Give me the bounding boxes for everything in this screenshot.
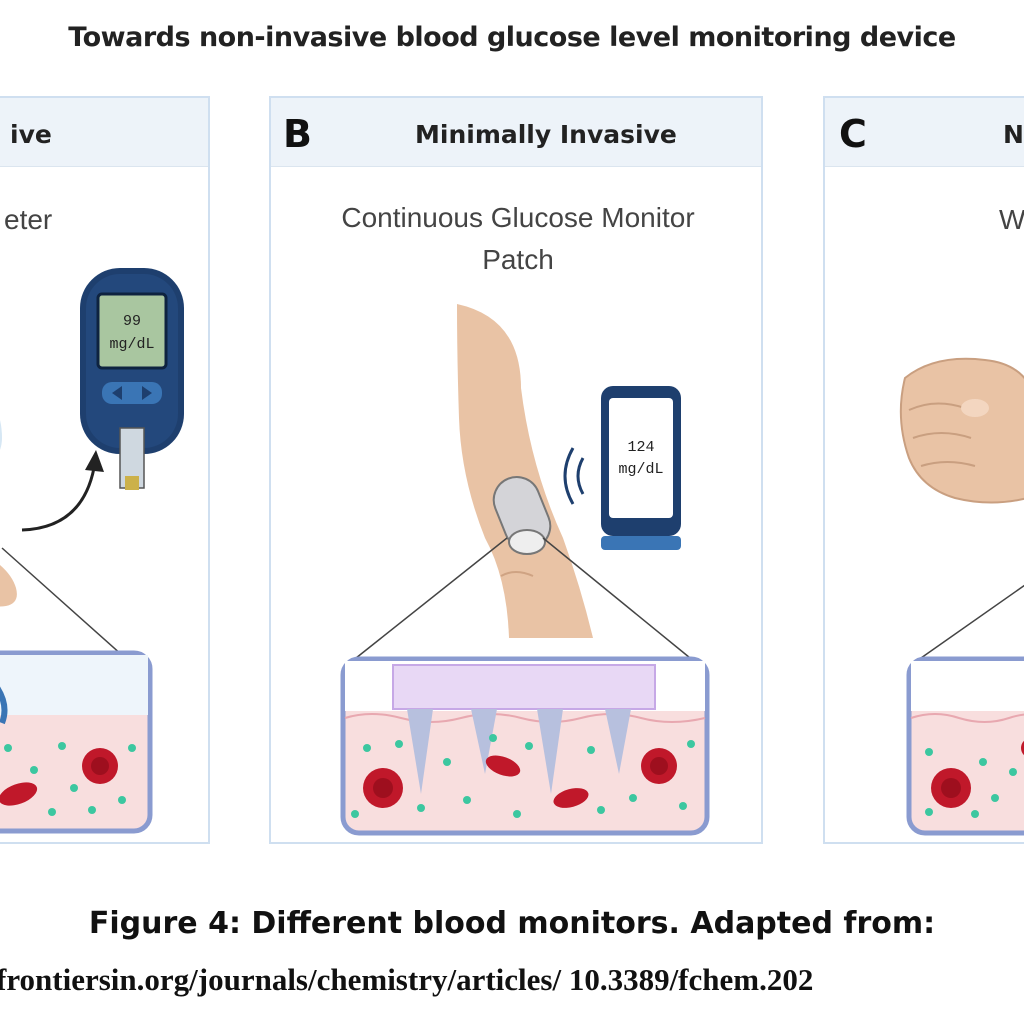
phone-icon: 124 mg/dL: [601, 386, 681, 550]
arrow-icon: [85, 450, 104, 472]
meter-reading-unit: mg/dL: [109, 336, 154, 353]
panel-subtitle: eter: [4, 204, 53, 235]
wireless-icon: [576, 457, 585, 495]
panel-title: ive: [10, 120, 52, 149]
glucose-molecules: [351, 734, 695, 818]
panel-title: Minimally Invasive: [415, 120, 677, 149]
panel-non-invasive: C No W: [823, 96, 1024, 844]
figure-title: Towards non-invasive blood glucose level…: [68, 22, 956, 53]
glucose-meter-illustration: 99 mg/dL: [0, 268, 184, 834]
microneedle-array: [407, 709, 631, 794]
panel-subtitle-line2: Patch: [482, 244, 554, 275]
panel-letter: B: [283, 112, 312, 156]
patch-layer: [392, 664, 656, 710]
panel-header: C No: [825, 98, 1024, 167]
meter-reading-value: 99: [123, 313, 141, 330]
wearable-illustration: [899, 357, 1024, 836]
skin-shape: [0, 565, 17, 607]
arm-icon: [457, 304, 593, 638]
panel-subtitle-line1: Continuous Glucose Monitor: [341, 202, 695, 233]
fist-icon: [899, 357, 1024, 504]
phone-reading-value: 124: [627, 439, 654, 456]
figure-caption: Figure 4: Different blood monitors. Adap…: [88, 906, 936, 941]
panel-letter: C: [839, 112, 867, 156]
phone-reading-unit: mg/dL: [618, 461, 663, 478]
patch-icon: [492, 476, 552, 555]
tissue-window: [906, 656, 1024, 836]
panel-minimally-invasive: B Minimally Invasive Continuous Glucose …: [269, 96, 763, 844]
glucose-meter-icon: 99 mg/dL: [80, 268, 184, 490]
source-link[interactable]: frontiersin.org/journals/chemistry/artic…: [0, 962, 814, 997]
panel-header: B Minimally Invasive: [271, 98, 761, 167]
cgm-patch-illustration: 124 mg/dL: [340, 304, 710, 836]
finger-icon: [0, 420, 2, 450]
panel-title: No: [1003, 120, 1024, 149]
panel-header: ive: [0, 98, 208, 167]
tissue-window: [0, 650, 153, 834]
tissue-window: [340, 656, 710, 836]
panel-subtitle: W: [999, 204, 1024, 235]
panel-invasive: ive eter 99 mg/dL: [0, 96, 210, 844]
